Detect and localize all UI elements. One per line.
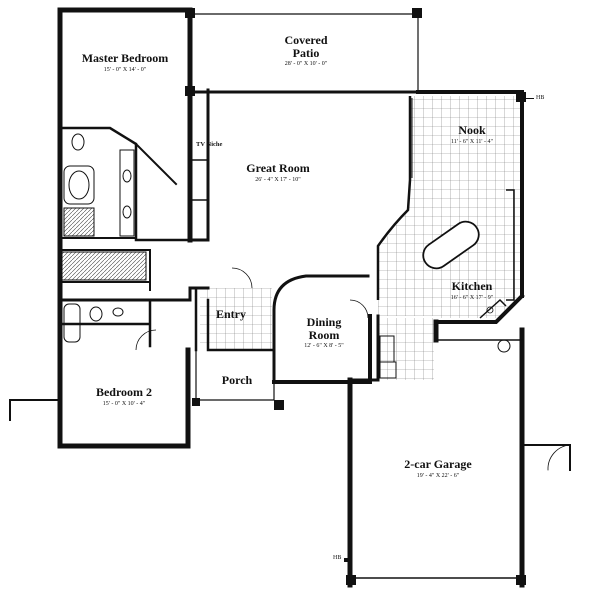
covered-patio-dim: 28' - 0" X 10' - 0"	[284, 61, 328, 68]
porch-walls	[195, 349, 275, 401]
garage-name: 2-car Garage	[404, 457, 472, 471]
kitchen-dim: 16' - 6" X 17' - 9"	[450, 294, 494, 301]
bedroom2-name: Bedroom 2	[95, 385, 153, 399]
kitchen-counter	[376, 96, 412, 300]
covered-patio-label: Covered Patio 28' - 0" X 10' - 0"	[250, 34, 362, 67]
great-room-label: Great Room 26' - 4" X 17' - 10"	[228, 162, 328, 183]
column-posts	[185, 8, 526, 585]
porch-name: Porch	[221, 373, 253, 387]
porch-label: Porch	[212, 374, 262, 387]
hose-bib-label-garage: HB	[333, 555, 342, 561]
dining-room-label: Dining Room 12' - 6" X 8' - 5"	[288, 316, 360, 349]
master-tub	[63, 165, 95, 205]
nook-dim: 11' - 6" X 11' - 4"	[451, 138, 493, 145]
kitchen-island	[422, 220, 480, 270]
nook-label: Nook 11' - 6" X 11' - 4"	[432, 124, 512, 145]
garage-dim: 19' - 4" X 22' - 6"	[416, 472, 460, 479]
nook-name: Nook	[458, 123, 486, 137]
entry-name: Entry	[216, 307, 246, 321]
dining-room-dim: 12' - 6" X 8' - 5"	[304, 343, 344, 350]
laundry-tile-floor	[378, 318, 434, 380]
bedroom2-walls	[57, 297, 191, 449]
covered-patio-name-line2: Patio	[292, 45, 320, 60]
hose-bib-label-right: HB	[536, 95, 545, 101]
master-bedroom-name: Master Bedroom	[81, 51, 169, 65]
master-bedroom-label: Master Bedroom 15' - 0" X 14' - 0"	[62, 52, 188, 73]
master-toilet	[71, 133, 85, 151]
hose-bib-marker-garage	[344, 558, 350, 562]
great-room-dim: 26' - 4" X 17' - 10"	[255, 176, 301, 183]
master-closet	[61, 251, 147, 281]
dining-room-name-line1: Dining	[306, 315, 342, 329]
master-bedroom-dim: 15' - 0" X 14' - 0"	[103, 66, 147, 73]
bath2-tub	[63, 303, 81, 343]
hose-bib-marker-right	[524, 98, 534, 99]
entry-tile-floor	[200, 288, 272, 350]
tv-niche-label: TV Niche	[196, 141, 223, 148]
kitchen-nook-tile-floor	[378, 96, 522, 318]
great-room-name: Great Room	[246, 161, 310, 175]
dining-room-walls	[272, 314, 372, 384]
master-shower	[63, 207, 95, 237]
garage-label: 2-car Garage 19' - 4" X 22' - 6"	[380, 458, 496, 479]
bedroom2-label: Bedroom 2 15' - 0" X 10' - 4"	[70, 386, 178, 407]
covered-patio-name-line1: Covered	[284, 33, 328, 47]
kitchen-name: Kitchen	[451, 279, 493, 293]
dining-room-name-line2: Room	[308, 327, 340, 342]
garage-walls	[347, 319, 525, 588]
kitchen-label: Kitchen 16' - 6" X 17' - 9"	[432, 280, 512, 301]
bedroom2-dim: 15' - 0" X 10' - 4"	[102, 400, 146, 407]
entry-label: Entry	[206, 308, 256, 321]
